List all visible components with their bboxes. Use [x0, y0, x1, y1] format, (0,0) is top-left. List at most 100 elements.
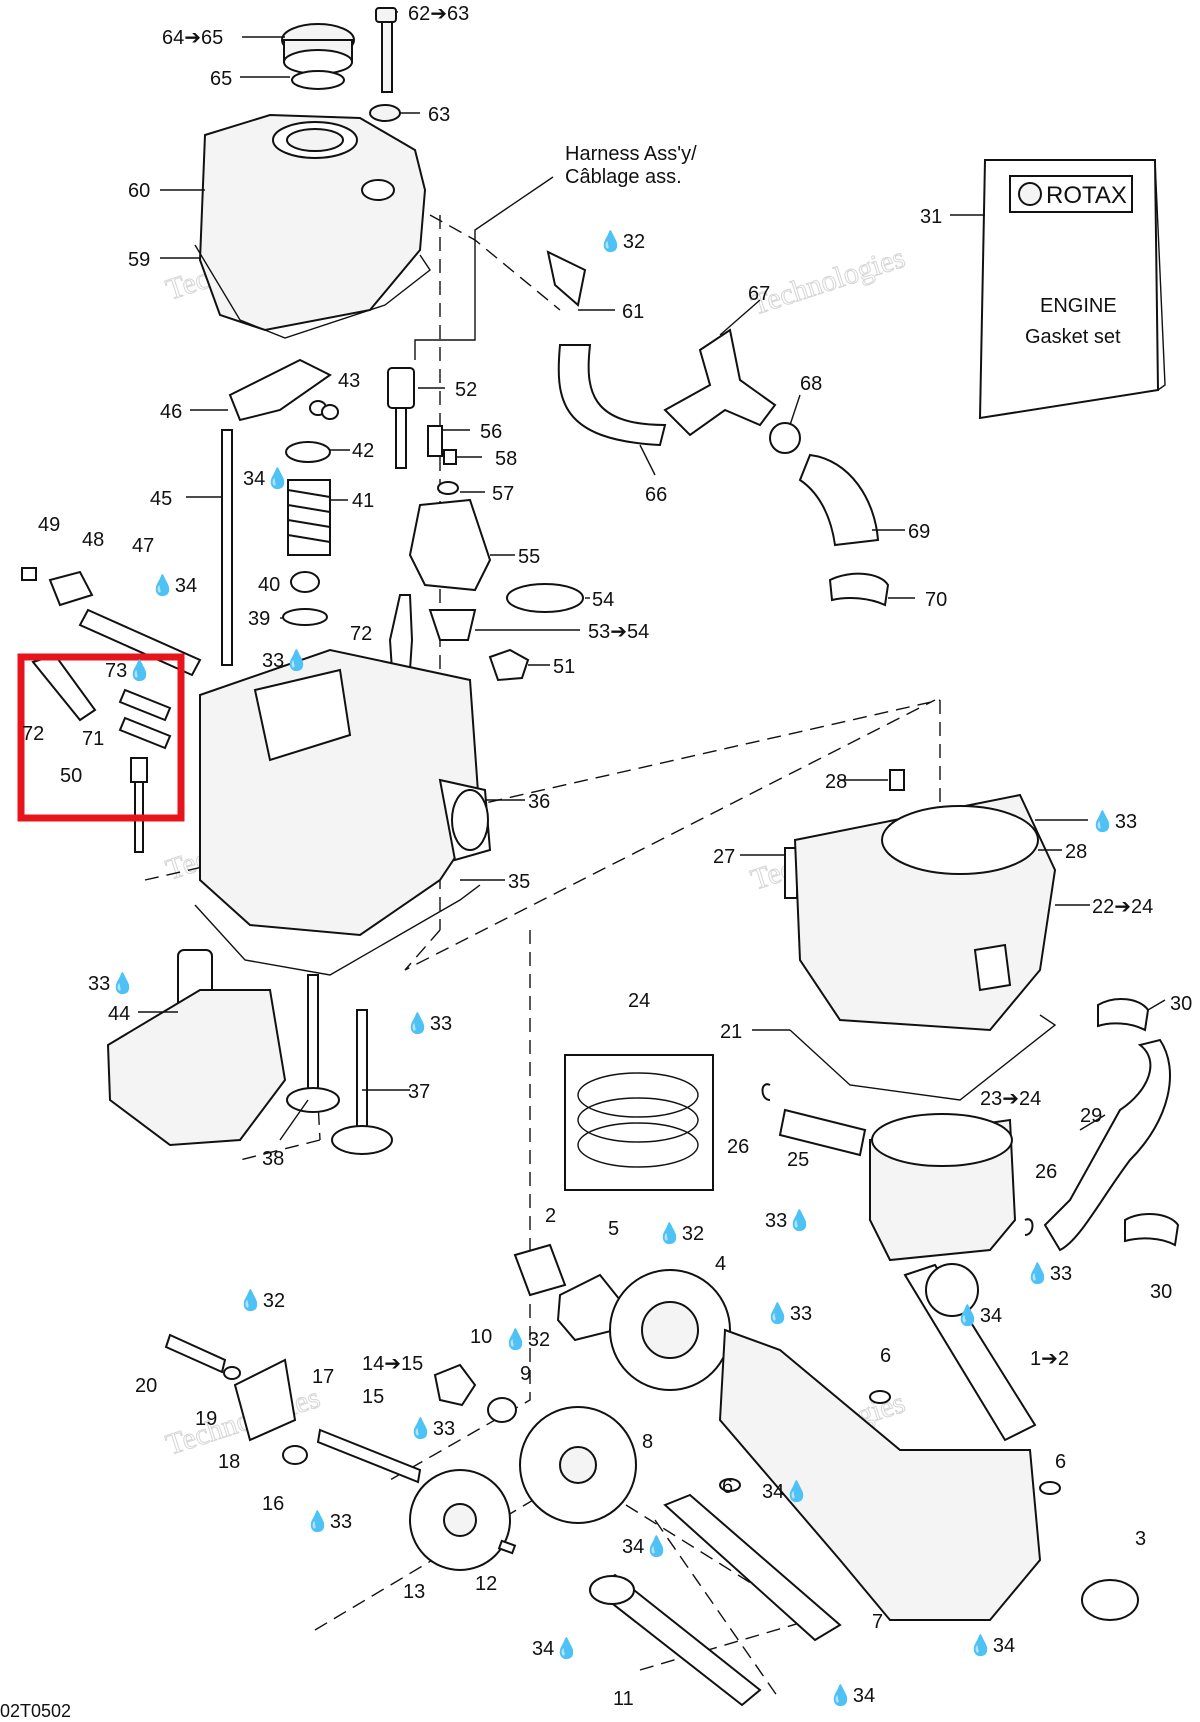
callout-23-24: 23➔24	[980, 1088, 1041, 1110]
callout-24: 24	[628, 990, 650, 1012]
cover-gasket	[194, 244, 431, 339]
pin-12	[497, 1539, 517, 1555]
callout-34b: 💧34	[150, 573, 197, 597]
callout-72b: 72	[22, 723, 44, 745]
booklet-line2: Gasket set	[1025, 326, 1121, 348]
callout-42: 42	[352, 440, 374, 462]
valve-spring-41	[287, 479, 331, 556]
thermostat-53	[428, 609, 477, 641]
leader-lines	[138, 11, 1166, 1141]
callout-65: 65	[210, 68, 232, 90]
booklet-line1: ENGINE	[1040, 295, 1117, 317]
seal-3	[1081, 1579, 1139, 1621]
callout-69: 69	[908, 521, 930, 543]
callout-32a: 💧32	[598, 229, 645, 253]
piston-pin-25	[778, 1108, 867, 1157]
callout-10: 10	[470, 1326, 492, 1348]
callout-6c: 6	[722, 1476, 733, 1498]
callout-46: 46	[160, 401, 182, 423]
callout-64-65: 64➔65	[162, 27, 223, 49]
footer-code: 02T0502	[0, 1701, 71, 1721]
head-cover-part	[106, 989, 287, 1147]
callout-39: 39	[248, 608, 270, 630]
washer-19	[223, 1366, 241, 1380]
bolt-20	[164, 1333, 227, 1374]
plate-18	[233, 1358, 297, 1442]
thermostat-group	[387, 367, 584, 701]
fitting-61	[546, 250, 587, 307]
callout-37: 37	[408, 1081, 430, 1103]
callout-33f: 💧33	[1025, 1261, 1072, 1285]
right-hoses	[1043, 998, 1180, 1252]
circlip-26b	[1024, 1218, 1034, 1236]
bolt-56	[427, 425, 443, 457]
callout-50: 50	[60, 765, 82, 787]
valve-cover-assembly	[194, 7, 431, 339]
callout-34h: 💧34	[828, 1683, 875, 1707]
hose-69	[798, 453, 880, 547]
hose-66	[557, 344, 667, 447]
callout-43: 43	[338, 370, 360, 392]
callout-33d: 💧33	[405, 1011, 452, 1035]
callout-34g: 💧34	[968, 1633, 1015, 1657]
thermostat-housing-55	[408, 498, 492, 592]
valve-cover	[198, 113, 427, 332]
highlight-detail	[17, 653, 185, 822]
harness-label-1: Harness Ass'y/	[565, 143, 697, 165]
valve-stem-37	[356, 1009, 368, 1136]
callout-8: 8	[642, 1431, 653, 1453]
callout-33g: 💧33	[765, 1301, 812, 1325]
t-fitting-67	[663, 328, 777, 437]
callout-7: 7	[872, 1611, 883, 1633]
callout-28b: 28	[1065, 841, 1087, 863]
callout-34d: 34💧	[762, 1479, 809, 1503]
callout-34c: 💧34	[955, 1303, 1002, 1327]
callout-26a: 26	[727, 1136, 749, 1158]
lever-16	[282, 1445, 308, 1465]
cylinder-head	[106, 648, 492, 1155]
callout-17: 17	[312, 1366, 334, 1388]
callout-30a: 30	[1170, 993, 1192, 1015]
callout-49: 49	[38, 514, 60, 536]
callout-71: 71	[82, 728, 104, 750]
callout-53-54: 53➔54	[588, 621, 649, 643]
keys-6	[869, 1390, 891, 1404]
callout-66: 66	[645, 484, 667, 506]
callout-61: 61	[622, 301, 644, 323]
callout-72a: 72	[350, 623, 372, 645]
sensor-52	[387, 367, 415, 409]
valve-train	[21, 358, 339, 677]
callout-73: 73💧	[105, 658, 152, 682]
callout-4: 4	[715, 1253, 726, 1275]
callout-70: 70	[925, 589, 947, 611]
callout-32b: 💧32	[657, 1221, 704, 1245]
callout-62-63: 62➔63	[408, 3, 469, 25]
pushrod-45	[221, 429, 233, 666]
callout-52: 52	[455, 379, 477, 401]
clamp-70	[828, 572, 890, 607]
drivetrain	[164, 1243, 1139, 1707]
bearing-2	[513, 1243, 567, 1297]
callout-6a: 6	[880, 1345, 891, 1367]
callout-56: 56	[480, 421, 502, 443]
callout-51: 51	[553, 656, 575, 678]
callout-47: 47	[132, 535, 154, 557]
callout-11: 11	[613, 1688, 634, 1710]
nut-10	[433, 1363, 477, 1407]
callout-5: 5	[608, 1218, 619, 1240]
screw-washer	[369, 104, 401, 122]
callout-33b: 💧33	[1090, 809, 1137, 833]
valve-head-37	[331, 1125, 393, 1155]
callout-14-15: 14➔15	[362, 1353, 423, 1375]
dowel-28a	[889, 769, 905, 791]
callout-33h: 💧33	[408, 1416, 455, 1440]
callout-41: 41	[352, 490, 374, 512]
callout-6b: 6	[1055, 1451, 1066, 1473]
valve-head-38	[286, 1087, 340, 1113]
callout-44: 44	[108, 1003, 130, 1025]
callout-15: 15	[362, 1386, 384, 1408]
callout-55: 55	[518, 546, 540, 568]
callout-21: 21	[720, 1021, 742, 1043]
callout-48: 48	[82, 529, 104, 551]
